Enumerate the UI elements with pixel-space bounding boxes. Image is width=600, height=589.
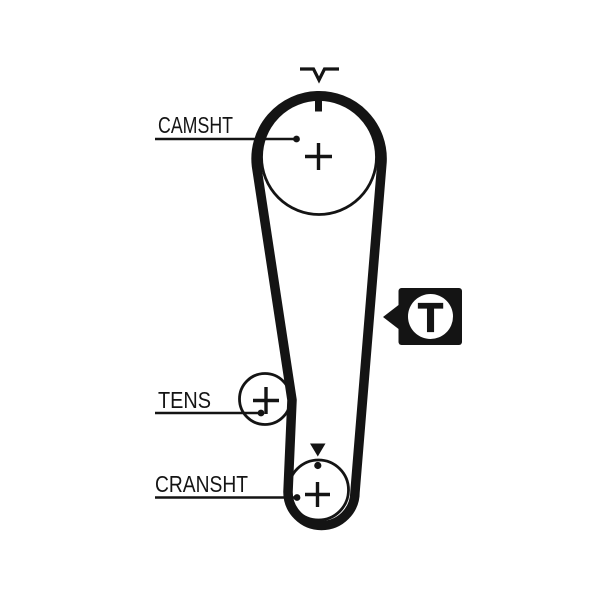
crankshaft-label: CRANSHT: [155, 471, 248, 497]
tensioner-leader-dot: [257, 409, 265, 417]
camshaft-label: CAMSHT: [158, 112, 233, 138]
crankshaft-timing-arrow-icon: [310, 443, 326, 457]
camshaft-pulley-tick: [315, 98, 322, 112]
camshaft-leader-dot: [293, 135, 300, 143]
tensioner-marker-pointer-icon: [383, 303, 401, 331]
camshaft-timing-notch-icon: [300, 67, 339, 84]
crankshaft-center-cross: [305, 482, 330, 507]
timing-belt: [251, 91, 387, 531]
tensioner-label: TENS: [158, 387, 211, 413]
camshaft-center-cross: [305, 143, 332, 170]
tensioner-marker: T: [383, 288, 462, 345]
tensioner-marker-circle: [408, 294, 453, 339]
tensioner-marker-letter: T: [418, 295, 443, 341]
tensioner-center-cross: [253, 387, 279, 414]
crankshaft-timing-dot: [314, 461, 322, 470]
crankshaft-leader-dot: [293, 494, 301, 501]
